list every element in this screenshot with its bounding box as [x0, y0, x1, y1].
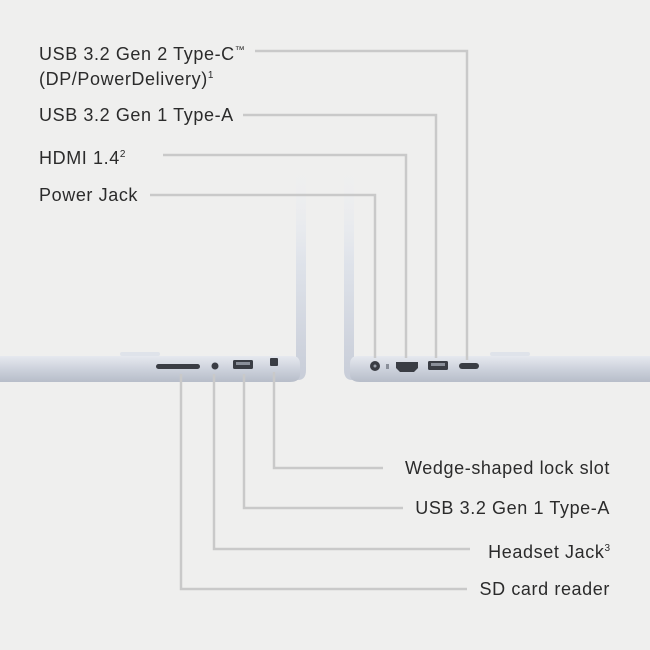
- trademark-mark: ™: [234, 45, 245, 56]
- leader-lines-bottom: [179, 372, 470, 591]
- label-lock-slot-text: Wedge-shaped lock slot: [405, 458, 610, 478]
- leader-headset-jack: [212, 374, 470, 551]
- leader-lines-top: [150, 49, 469, 360]
- left-laptop-lid: [296, 165, 306, 380]
- headset-jack-port: [211, 362, 219, 370]
- right-laptop-base: [350, 356, 650, 382]
- label-usb-a-left-text: USB 3.2 Gen 1 Type-A: [415, 498, 610, 518]
- footnote-1: 1: [207, 70, 214, 81]
- leader-sd-card: [179, 374, 467, 591]
- lock-slot: [270, 358, 278, 366]
- label-usb-c-line2: (DP/PowerDelivery): [39, 69, 208, 89]
- label-headset-jack-text: Headset Jack: [488, 542, 605, 562]
- sd-card-slot: [156, 364, 200, 369]
- label-usb-a-right-text: USB 3.2 Gen 1 Type-A: [39, 105, 234, 125]
- leader-hdmi: [163, 153, 408, 358]
- label-headset-jack: Headset Jack3: [488, 538, 610, 563]
- footnote-2: 2: [119, 149, 126, 160]
- label-usb-a-right: USB 3.2 Gen 1 Type-A: [39, 104, 234, 126]
- leader-usb-a-left: [242, 374, 403, 510]
- right-laptop: [344, 165, 650, 382]
- right-laptop-lid: [344, 165, 354, 380]
- hdmi-port: [396, 362, 418, 372]
- label-lock-slot: Wedge-shaped lock slot: [405, 457, 610, 479]
- label-power-jack-text: Power Jack: [39, 185, 139, 205]
- usb-c-port: [459, 363, 479, 369]
- label-sd-card-text: SD card reader: [479, 579, 610, 599]
- left-laptop: [0, 165, 306, 382]
- label-sd-card: SD card reader: [480, 578, 610, 600]
- label-hdmi: HDMI 1.42: [39, 144, 125, 169]
- leader-usb-a-right: [243, 113, 438, 358]
- label-usb-c-line1: USB 3.2 Gen 2 Type-C: [39, 44, 235, 64]
- label-power-jack: Power Jack: [39, 184, 138, 206]
- leader-usb-c: [255, 49, 469, 360]
- label-usb-c: USB 3.2 Gen 2 Type-C™ (DP/PowerDelivery)…: [39, 40, 245, 90]
- leader-lock-slot: [272, 372, 383, 470]
- left-laptop-base: [0, 356, 300, 382]
- leader-power-jack: [150, 193, 377, 358]
- footnote-3: 3: [604, 543, 610, 554]
- label-hdmi-text: HDMI 1.4: [39, 148, 120, 168]
- label-usb-a-left: USB 3.2 Gen 1 Type-A: [415, 497, 610, 519]
